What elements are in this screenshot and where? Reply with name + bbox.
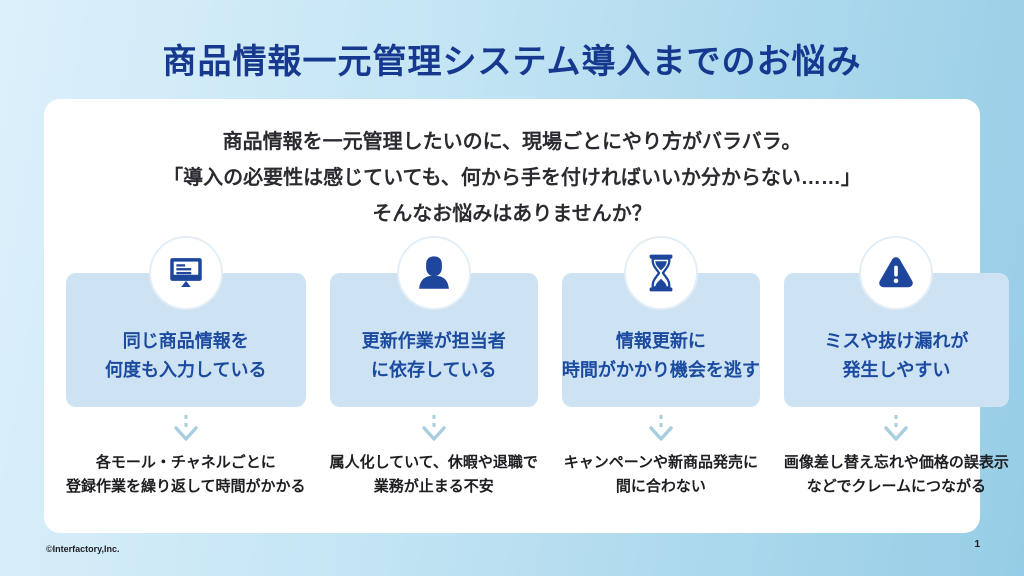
dashed-down-arrow-icon	[173, 414, 199, 445]
intro-line: 「導入の必要性は感じていても、何から手を付ければいいか分からない……」	[163, 167, 861, 189]
pain-box-label: 更新作業が担当者	[361, 331, 506, 351]
pain-point-columns: 同じ商品情報を 何度も入力している 各モール・チャネルごとに 登録作業を繰り返し…	[64, 236, 1009, 499]
pain-point-column-slow-updates: 情報更新に 時間がかかり機会を逃す キャンペーンや新商品発売に 間に合わない	[561, 236, 760, 499]
pain-detail-line: 画像差し替え忘れや価格の誤表示	[783, 454, 1009, 471]
intro-line: 商品情報を一元管理したいのに、現場ごとにやり方がバラバラ。	[222, 131, 802, 153]
pain-point-column-person-dependency: 更新作業が担当者 に依存している 属人化していて、休暇や退職で 業務が止まる不安	[329, 236, 538, 499]
pain-box: 更新作業が担当者 に依存している	[329, 273, 538, 407]
pain-detail-line: などでクレームにつながる	[806, 478, 987, 495]
intro-line: そんなお悩みはありませんか？	[372, 203, 652, 225]
pain-box-label: ミスや抜け漏れが	[824, 331, 969, 351]
pain-box-label: 発生しやすい	[842, 360, 951, 380]
pain-detail-line: 間に合わない	[615, 478, 706, 495]
intro-text: 商品情報を一元管理したいのに、現場ごとにやり方がバラバラ。 「導入の必要性は感じ…	[64, 124, 960, 232]
pain-detail-line: 登録作業を繰り返して時間がかかる	[66, 478, 306, 495]
person-icon	[396, 236, 471, 310]
dashed-down-arrow-icon	[648, 414, 674, 445]
pain-box-label: に依存している	[371, 360, 497, 380]
pain-detail: 画像差し替え忘れや価格の誤表示 などでクレームにつながる	[784, 451, 1009, 499]
pain-detail-line: 属人化していて、休暇や退職で	[329, 454, 538, 471]
warning-icon	[859, 236, 934, 310]
pain-point-column-duplicate-entry: 同じ商品情報を 何度も入力している 各モール・チャネルごとに 登録作業を繰り返し…	[66, 236, 306, 499]
pain-detail: キャンペーンや新商品発売に 間に合わない	[564, 451, 758, 499]
pain-box-label: 時間がかかり機会を逃す	[561, 360, 760, 380]
page-number: 1	[974, 539, 980, 550]
monitor-icon	[148, 236, 223, 310]
dashed-down-arrow-icon	[883, 414, 909, 445]
page-title: 商品情報一元管理システム導入までのお悩み	[162, 43, 862, 81]
pain-detail-line: 各モール・チャネルごとに	[95, 454, 276, 471]
pain-point-column-errors: ミスや抜け漏れが 発生しやすい 画像差し替え忘れや価格の誤表示 などでクレームに…	[783, 236, 1009, 499]
pain-box-label: 同じ商品情報を	[122, 331, 249, 351]
pain-detail: 属人化していて、休暇や退職で 業務が止まる不安	[330, 451, 538, 499]
copyright-text: ©Interfactory,Inc.	[46, 544, 120, 554]
hourglass-icon	[623, 236, 698, 310]
pain-detail-line: キャンペーンや新商品発売に	[563, 454, 759, 471]
pain-detail: 各モール・チャネルごとに 登録作業を繰り返して時間がかかる	[66, 451, 306, 499]
content-card: 商品情報を一元管理したいのに、現場ごとにやり方がバラバラ。 「導入の必要性は感じ…	[44, 99, 1009, 533]
pain-box-label: 何度も入力している	[105, 360, 267, 380]
dashed-down-arrow-icon	[421, 414, 447, 445]
pain-box-label: 情報更新に	[615, 331, 706, 351]
pain-detail-line: 業務が止まる不安	[373, 478, 494, 495]
